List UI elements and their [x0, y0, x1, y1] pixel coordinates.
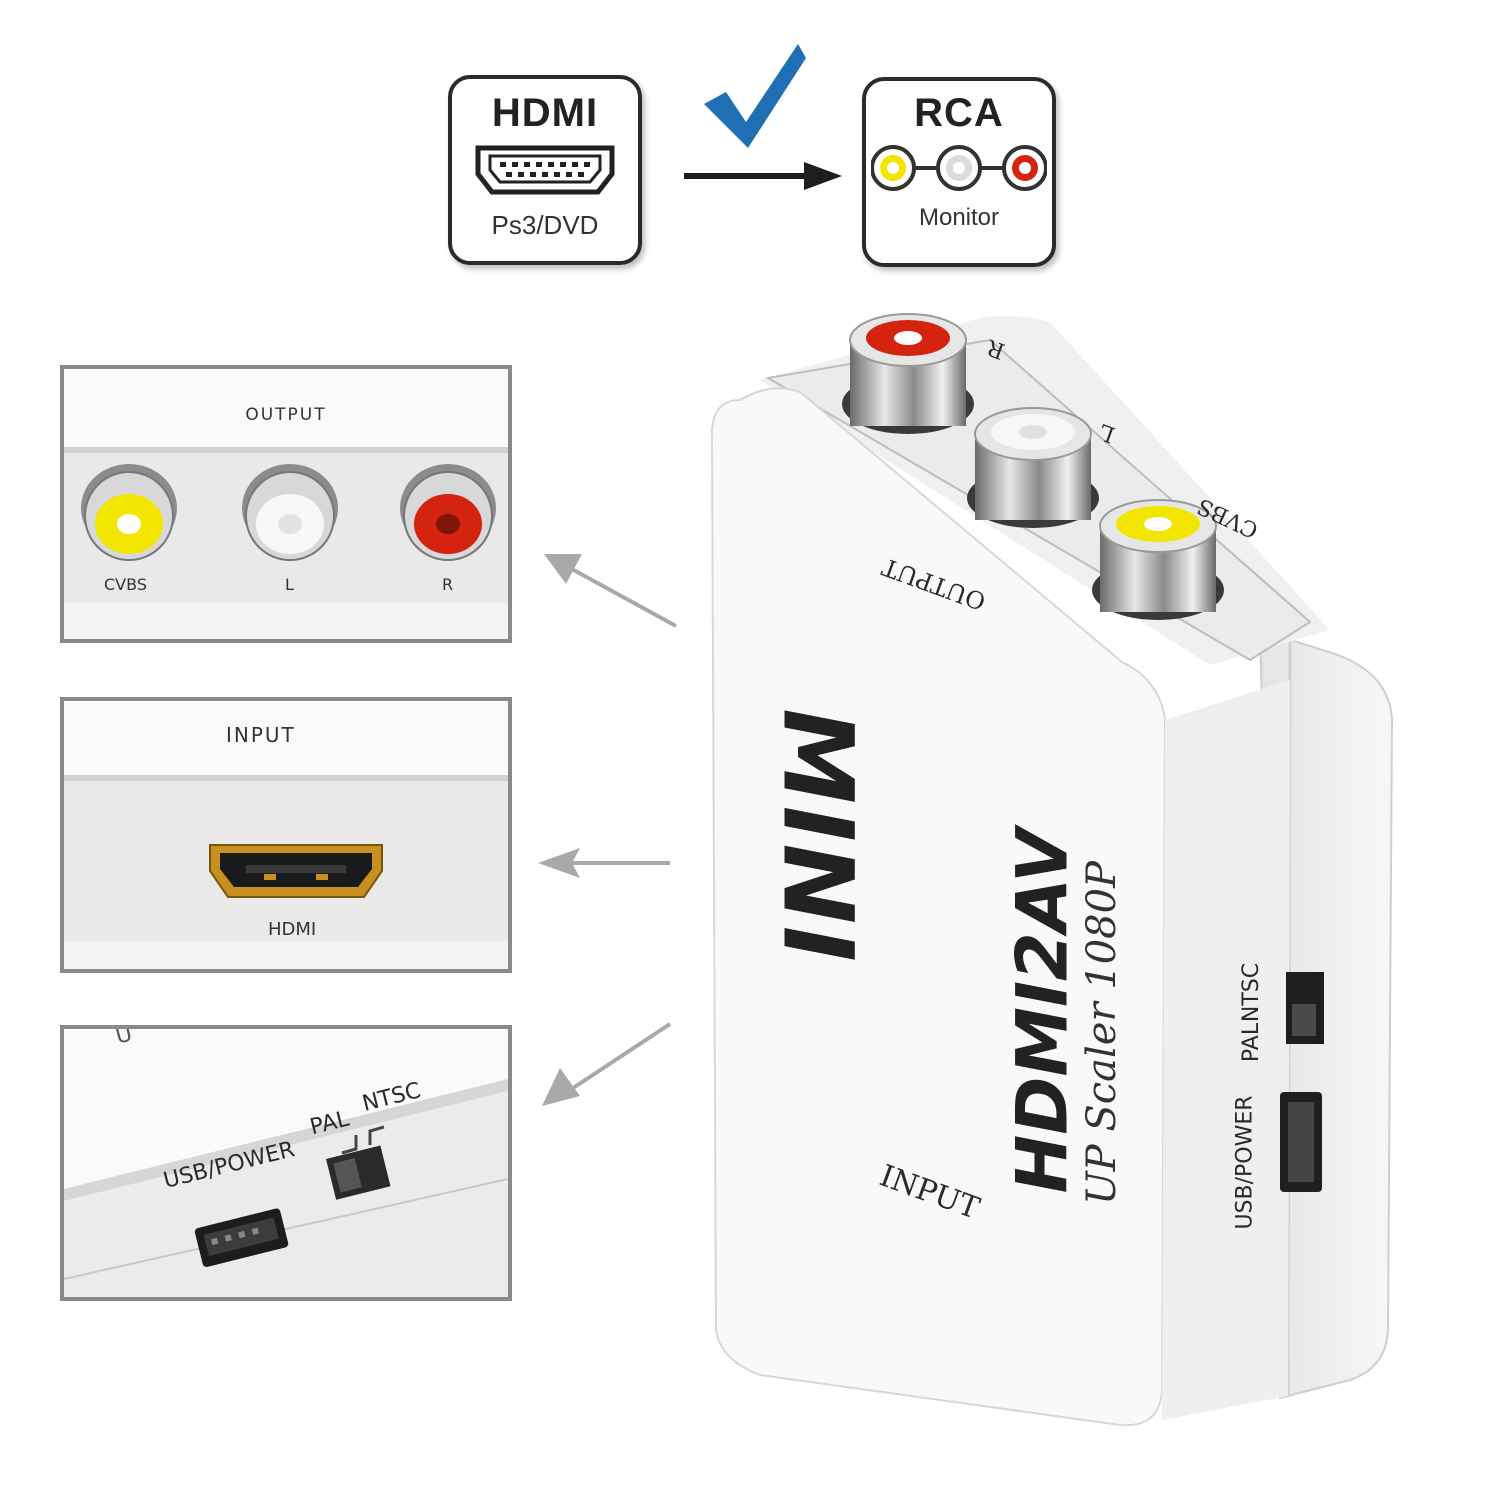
output-arrow-icon [544, 554, 677, 628]
conversion-arrow-icon [684, 162, 842, 190]
device-cvbs-jack-icon [1092, 499, 1224, 620]
hdmi-source-subtitle: Ps3/DVD [491, 210, 599, 240]
device-model: HDMI2AV [1001, 828, 1084, 1194]
device-side-ntsc-label: NTSC [1239, 962, 1265, 1023]
device-left-jack-icon [967, 407, 1099, 528]
hdmi-port-icon [209, 844, 383, 898]
rca-jacks-icon [871, 145, 1047, 191]
cvbs-label: CVBS [104, 575, 147, 594]
panel-edge [64, 447, 508, 453]
callout-arrows [538, 554, 677, 1106]
hdmi-source-box: HDMI Ps3/DVD [448, 75, 642, 265]
converter-device [710, 313, 1394, 1427]
input-closeup-panel: INPUT HDMI [60, 697, 512, 973]
pal-ntsc-switch-icon [326, 1145, 391, 1200]
rca-output-jacks [81, 464, 496, 561]
panel-top-face [64, 369, 508, 447]
hdmi-port-label: HDMI [268, 919, 317, 940]
device-tagline: UP Scaler 1080P [1079, 860, 1126, 1206]
device-pal-ntsc-switch-icon [1286, 972, 1324, 1044]
panel-edge [64, 775, 508, 781]
power-arrow-icon [542, 1022, 672, 1106]
power-closeup-panel: U USB/POWER PAL NTSC [60, 1025, 512, 1301]
device-mini-usb-port-icon [1280, 1092, 1322, 1192]
device-side-usb-label: USB/POWER [1232, 1095, 1258, 1230]
device-logo: MINI [761, 708, 874, 964]
device-side-pal-label: PAL [1239, 1022, 1265, 1063]
rca-target-title: RCA [914, 91, 1004, 135]
checkmark-icon [704, 44, 806, 148]
rca-target-subtitle: Monitor [918, 204, 1000, 231]
output-closeup-panel: OUTPUT CVBS L R [60, 365, 512, 643]
mini-usb-port-icon [194, 1208, 289, 1267]
hdmi-connector-icon [475, 145, 615, 195]
power-panel-surface [64, 1029, 508, 1297]
rca-target-box: RCA Monitor [862, 77, 1056, 267]
left-audio-jack-icon [242, 464, 338, 561]
device-right-jack-icon [842, 313, 974, 434]
right-label: R [442, 575, 454, 594]
input-panel-title: INPUT [226, 723, 296, 747]
cvbs-jack-icon [81, 464, 177, 561]
right-audio-jack-icon [400, 464, 496, 561]
input-arrow-icon [538, 848, 670, 878]
output-panel-title: OUTPUT [245, 405, 327, 425]
hdmi-source-title: HDMI [491, 91, 599, 135]
panel-top-face [64, 701, 508, 775]
left-label: L [285, 575, 294, 594]
